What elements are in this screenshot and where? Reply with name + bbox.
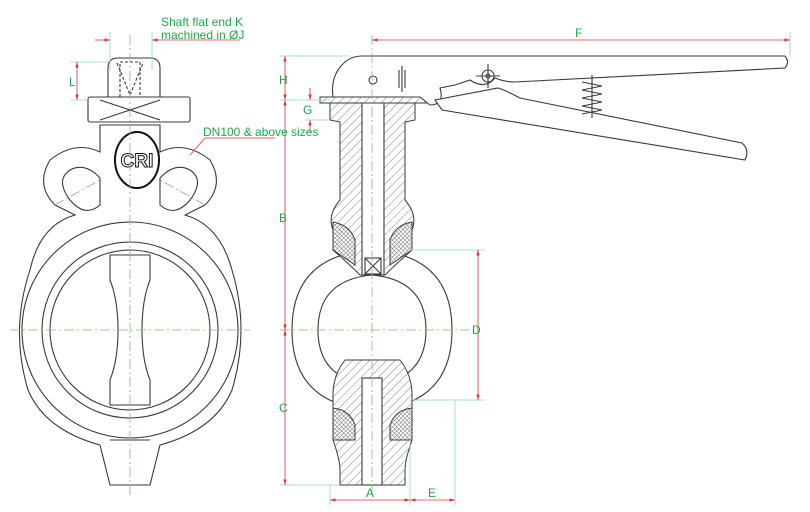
dim-label-c: C (279, 401, 288, 415)
shaft-note-line1: Shaft flat end K (161, 15, 243, 29)
front-view: CRI (10, 35, 250, 495)
dim-label-f: F (575, 26, 582, 40)
shaft-note-line2: machined in ØJ (161, 28, 244, 42)
dim-label-g: G (303, 103, 312, 117)
cri-logo (114, 131, 160, 189)
dim-label-h: H (279, 73, 288, 87)
dim-label-b: B (279, 211, 287, 225)
dim-label-d: D (472, 323, 481, 337)
logo-text: CRI (121, 151, 154, 172)
dim-label-e: E (428, 486, 436, 500)
labels: Shaft flat end K machined in ØJ DN100 & … (69, 15, 582, 500)
dimension-lines (75, 38, 790, 502)
dim-label-a: A (366, 486, 374, 500)
dn-note: DN100 & above sizes (203, 125, 318, 139)
side-view (280, 35, 789, 495)
dim-label-l: L (69, 75, 76, 89)
